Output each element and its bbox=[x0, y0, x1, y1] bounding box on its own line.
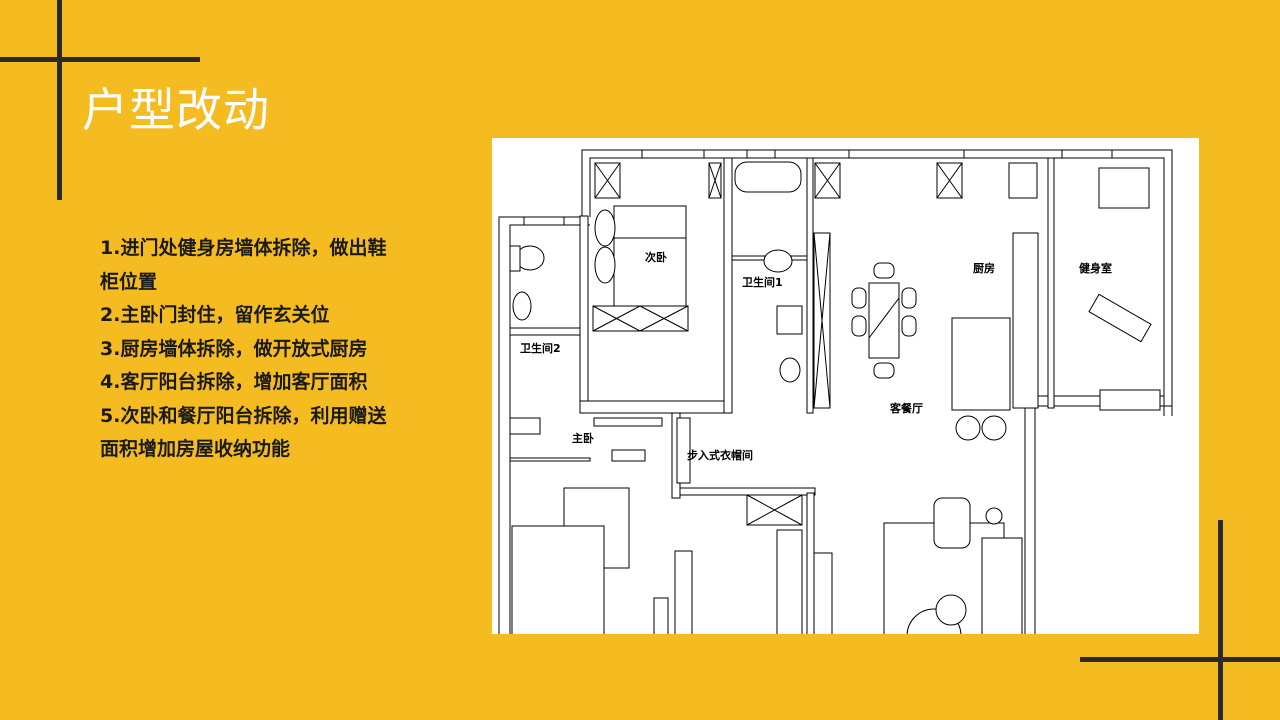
slide-title: 户型改动 bbox=[82, 83, 270, 137]
floor-plan: 次卧 卫生间1 卫生间2 厨房 健身室 主卧 步入式衣帽间 客餐厅 bbox=[492, 138, 1199, 634]
note-line: 3.厨房墙体拆除，做开放式厨房 bbox=[100, 337, 368, 360]
room-label-bathroom2: 卫生间2 bbox=[520, 341, 561, 355]
decor-bar-horizontal-bottom bbox=[1080, 657, 1280, 662]
room-label-walk-in-closet: 步入式衣帽间 bbox=[687, 448, 753, 462]
note-line: 1.进门处健身房墙体拆除，做出鞋 bbox=[100, 237, 387, 259]
note-line: 面积增加房屋收纳功能 bbox=[100, 438, 291, 460]
room-label-bathroom1: 卫生间1 bbox=[742, 275, 783, 289]
furniture bbox=[509, 161, 1161, 634]
note-line: 5.次卧和餐厅阳台拆除，利用赠送 bbox=[100, 404, 387, 427]
note-line: 4.客厅阳台拆除，增加客厅面积 bbox=[100, 371, 368, 393]
room-label-kitchen: 厨房 bbox=[973, 261, 995, 275]
decor-bar-vertical-top bbox=[57, 0, 62, 200]
note-line: 2.主卧门封住，留作玄关位 bbox=[100, 304, 330, 326]
decor-bar-vertical-bottom bbox=[1218, 520, 1223, 720]
outer-walls bbox=[498, 149, 1173, 634]
note-line: 柜位置 bbox=[100, 270, 158, 293]
room-label-living-dining: 客餐厅 bbox=[889, 401, 923, 415]
room-label-second-bedroom: 次卧 bbox=[645, 250, 667, 264]
change-notes: 1.进门处健身房墙体拆除，做出鞋 柜位置 2.主卧门封住，留作玄关位 3.厨房墙… bbox=[100, 232, 430, 467]
decor-bar-horizontal-top bbox=[0, 57, 200, 62]
interior-walls bbox=[509, 157, 1055, 634]
floor-plan-drawing: 次卧 卫生间1 卫生间2 厨房 健身室 主卧 步入式衣帽间 客餐厅 bbox=[498, 149, 1173, 634]
room-labels: 次卧 卫生间1 卫生间2 厨房 健身室 主卧 步入式衣帽间 客餐厅 bbox=[520, 250, 1112, 462]
room-label-master-bedroom: 主卧 bbox=[572, 431, 594, 445]
room-label-gym: 健身室 bbox=[1079, 261, 1112, 275]
